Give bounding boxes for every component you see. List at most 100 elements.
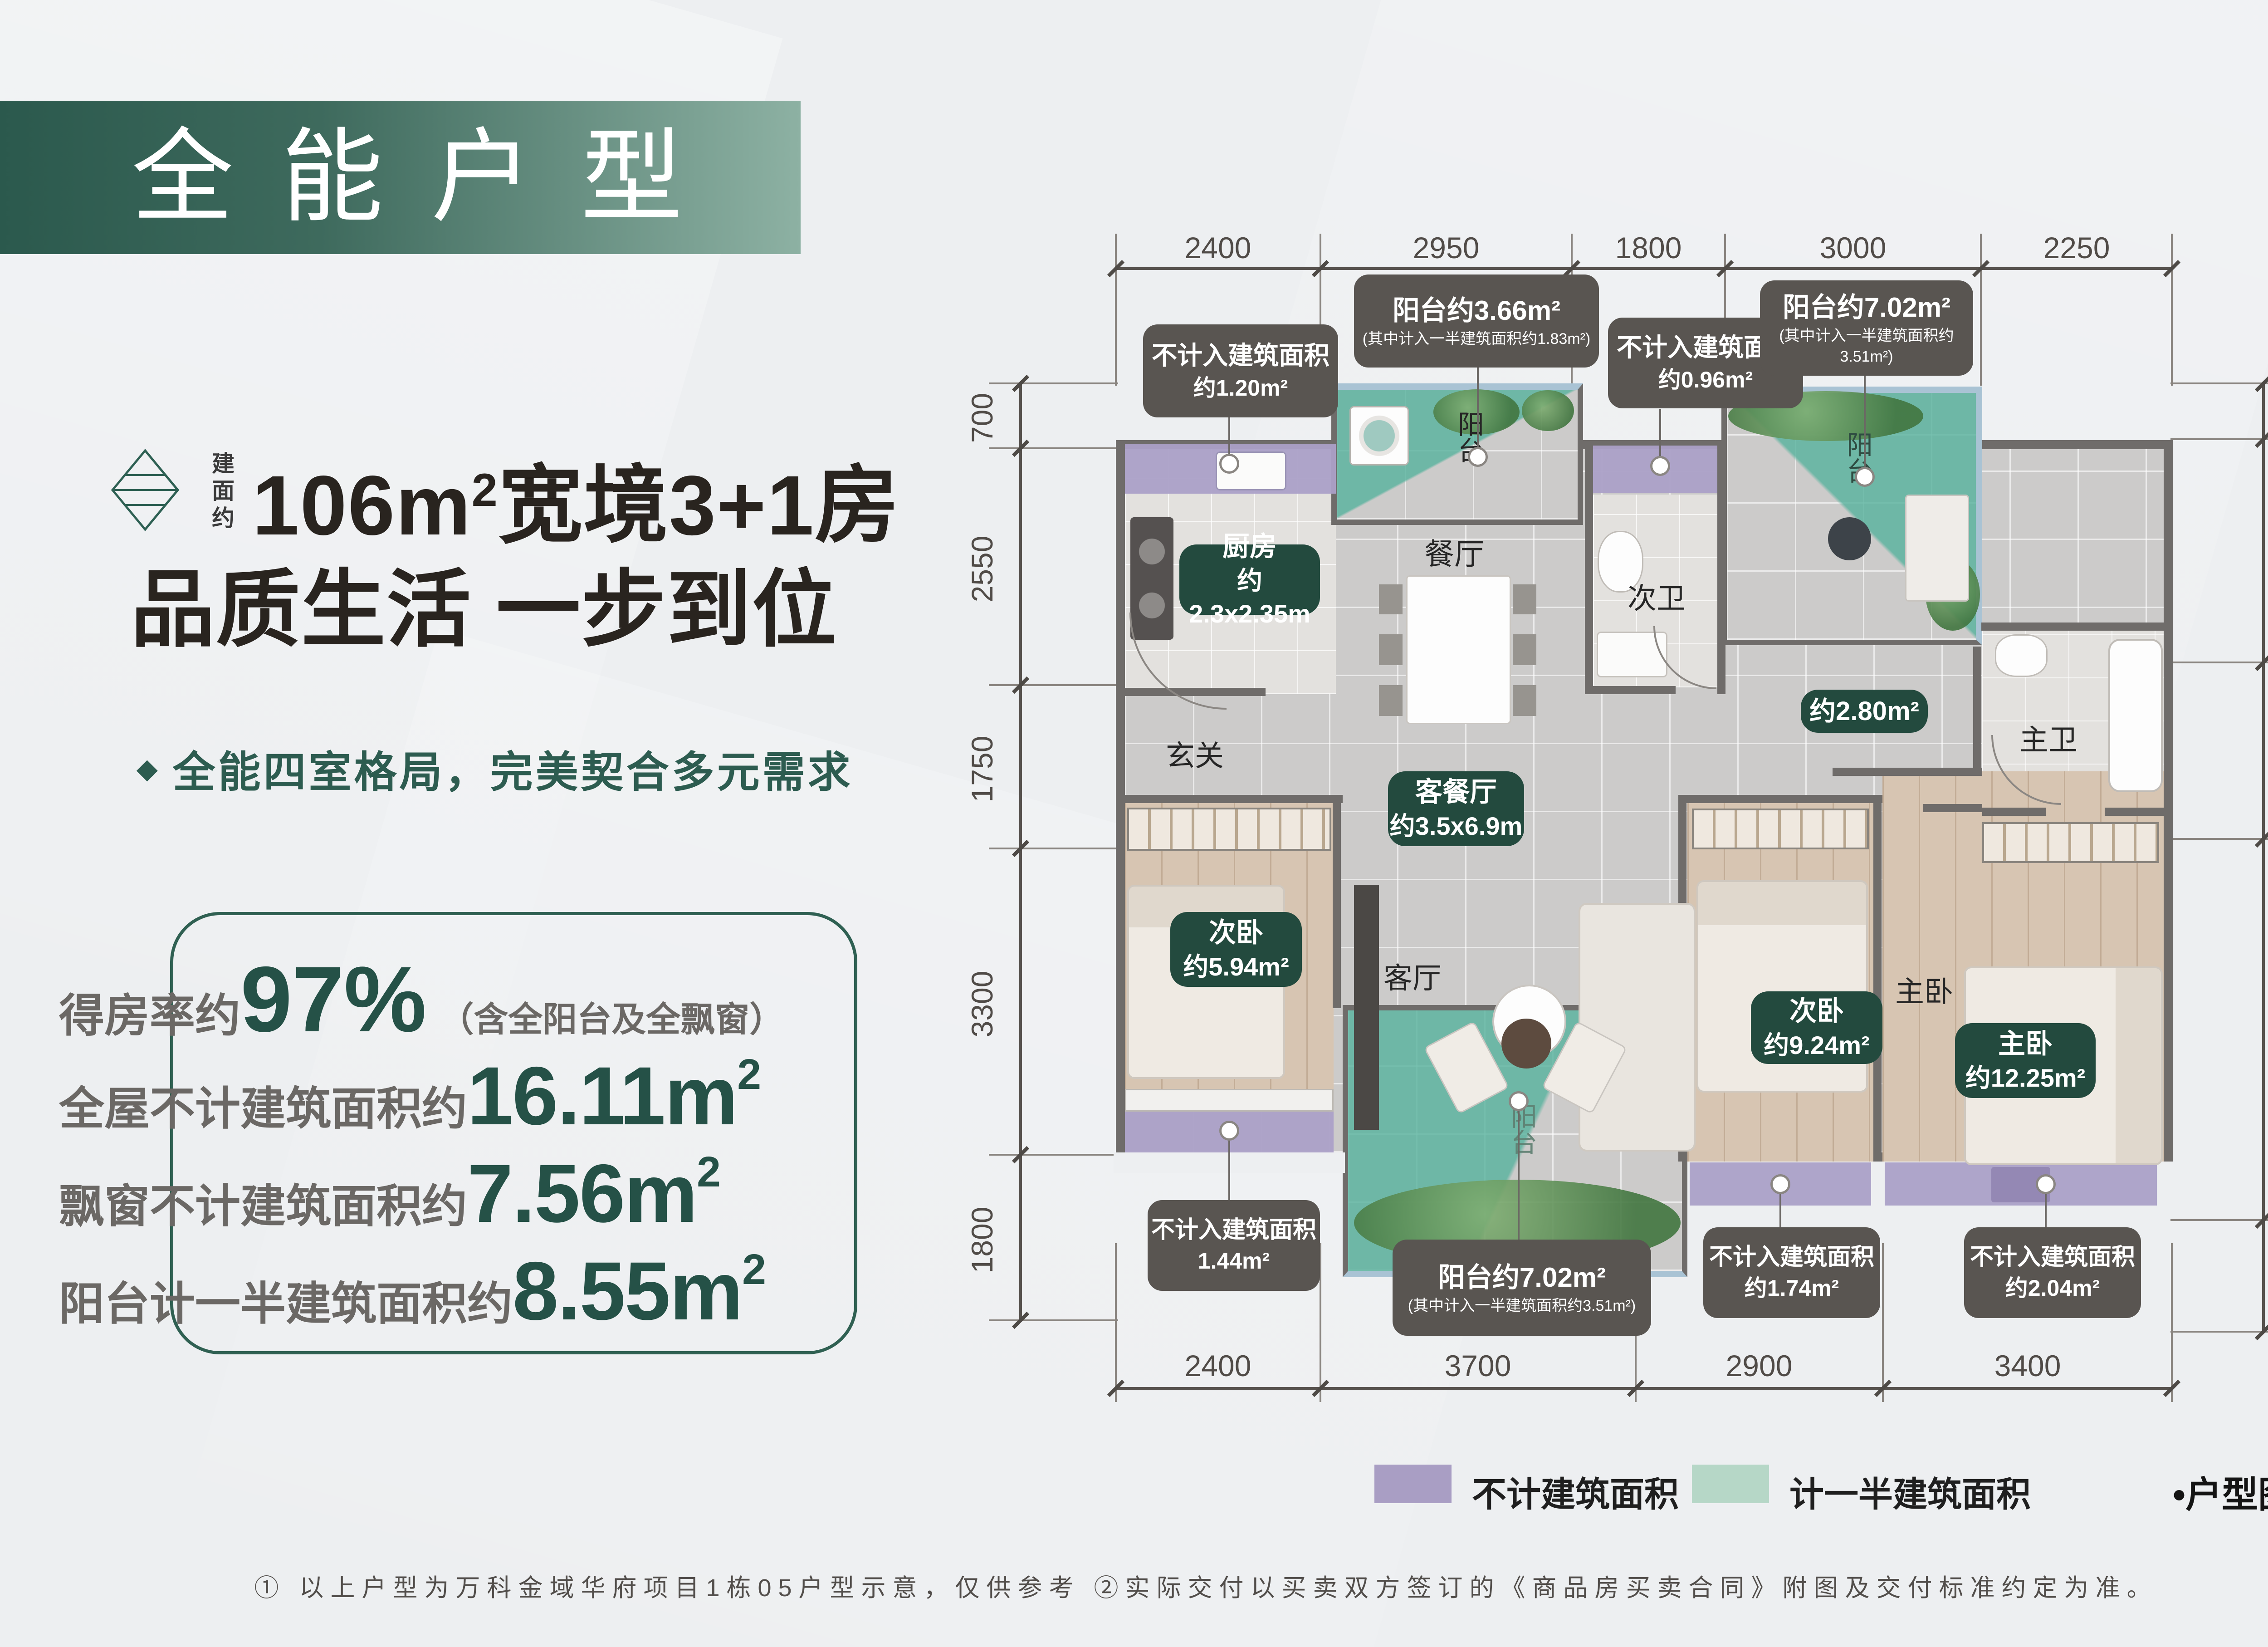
ext-line [989,1319,1118,1321]
bathtub [2108,639,2163,792]
bath2-label: 次卫 [1628,582,1686,615]
dim-label: 3000 [1819,231,1887,265]
stat-value: 8.55m [513,1245,743,1337]
dim-label: 2400 [1184,1349,1251,1382]
ext-line [989,447,1118,449]
callout-line: 不计入建筑面积 [1151,1217,1316,1244]
stat-value: 97% [240,947,427,1051]
entry-label: 玄关 [1166,740,1224,772]
dim-label: 2400 [1184,231,1251,265]
dim-line-left [1019,383,1022,1320]
map-label: •户型图 [2173,1475,2268,1515]
room-size: 约9.24m² [1764,1030,1870,1059]
headline-sup: 2 [471,463,499,516]
callout-line: 不计入建筑面积 [1709,1244,1874,1271]
leader-line [1228,417,1230,457]
wall [1585,440,1593,694]
page-title-banner: 全能户型 [0,101,801,254]
dim-line-top [1116,267,2172,270]
stat-row-baywindow: 飘窗不计建筑面积约 7.56m 2 [59,1146,721,1241]
dim-label: 2250 [2043,231,2110,265]
stat-label: 飘窗不计建筑面积约 [59,1181,467,1232]
ext-line [1320,1243,1321,1402]
callout-7.02-bottom: 阳台约7.02m² (其中计入一半建筑面积约3.51m²) [1393,1240,1651,1336]
leader-line [1477,368,1479,449]
round-table [1501,1019,1551,1069]
legend-label: 计一半建筑面积 [1789,1475,2031,1514]
kitchen-pill: 厨房 约2.3x2.35m [1179,531,1320,628]
tv-cabinet [1354,885,1379,1130]
ext-line [1320,234,1321,386]
stat-sup: 2 [737,1050,762,1098]
dim-label: 3700 [1444,1349,1511,1382]
ext-line [2170,838,2268,840]
callout-line: 约1.20m² [1193,375,1288,401]
headline-line2: 品质生活 一步到位 [131,563,837,657]
wall [1585,686,1676,694]
room-size: 约2.80m² [1809,696,1919,726]
wall [1333,795,1341,1008]
wall [1678,795,1882,803]
wardrobe [1982,822,2159,863]
master-label: 主卧 [1895,975,1953,1008]
room-name: 次卧 [1209,917,1263,948]
wardrobe [1692,809,1869,849]
subtitle-text: 全能四室格局，完美契合多元需求 [172,748,853,796]
wardrobe [1127,808,1331,851]
ext-line [2170,438,2268,440]
stat-row-huxing: 得房率约 97% （含全阳台及全飘窗） [59,946,784,1053]
disclaimer: ① 以上户型为万科金域华府项目1栋05户型示意，仅供参考 ②实际交付以买卖双方签… [254,1574,2158,1602]
dining-label: 餐厅 [1424,537,1484,571]
stat-row-nocount: 全屋不计建筑面积约 16.11m 2 [59,1048,761,1143]
callout-1.74: 不计入建筑面积 约1.74m² [1703,1227,1880,1318]
room-size: 约3.5x6.9m [1389,812,1523,841]
dining-chairs [1379,584,1403,716]
callout-line: 约1.74m² [1744,1275,1839,1301]
dim-label: 1800 [1615,231,1682,265]
dim-label: 700 [965,392,999,443]
marker-dot [2036,1174,2056,1194]
wall [1717,440,1725,694]
stat-note: （含全阳台及全飘窗） [439,1000,784,1039]
callout-line: 约2.04m² [2005,1275,2100,1301]
stat-value: 16.11m [467,1049,738,1142]
plant [1522,390,1574,431]
marker-dot [1650,456,1670,476]
wall [1981,623,2164,631]
ext-line [2171,234,2173,386]
callout-line: 阳台约3.66m² [1392,295,1561,326]
leader-line [2045,1191,2047,1230]
bedroom-left-pill: 次卧 约5.94m² [1170,912,1302,987]
wall [1973,647,1981,776]
leader-line [1518,1109,1520,1243]
ext-line [1724,234,1726,386]
legend-swatch-green [1692,1465,1769,1503]
marker-dot [1468,447,1488,467]
ext-line [1980,234,1982,386]
callout-line: 1.44m² [1198,1248,1270,1274]
diamond-bullet-icon: ◆ [137,754,160,784]
ext-line [2171,1243,2173,1402]
leader-line [1659,409,1661,457]
dim-label: 1750 [965,735,999,803]
callout-1.44: 不计入建筑面积 1.44m² [1148,1200,1320,1291]
stat-sup: 2 [697,1148,721,1196]
marker-dot [1770,1174,1790,1194]
marker-dot [1219,1121,1239,1141]
wall [1873,795,1882,1162]
callout-line: 不计入建筑面积 [1970,1244,2135,1271]
wall [1923,804,1982,812]
dining-table [1406,575,1511,724]
sofa [1579,903,1696,1152]
stat-label: 得房率约 [59,990,240,1041]
dim-label: 1800 [965,1206,999,1274]
toilet [1995,634,2048,677]
leader-line [1228,1139,1230,1200]
callout-line: (其中计入一半建筑面积约1.83m²) [1362,330,1591,348]
room-size: 约5.94m² [1183,952,1289,981]
ext-line [1115,234,1117,386]
living-dining-pill: 客餐厅 约3.5x6.9m [1388,771,1524,846]
ext-line [2170,1331,2268,1333]
ext-line [1115,1243,1117,1402]
